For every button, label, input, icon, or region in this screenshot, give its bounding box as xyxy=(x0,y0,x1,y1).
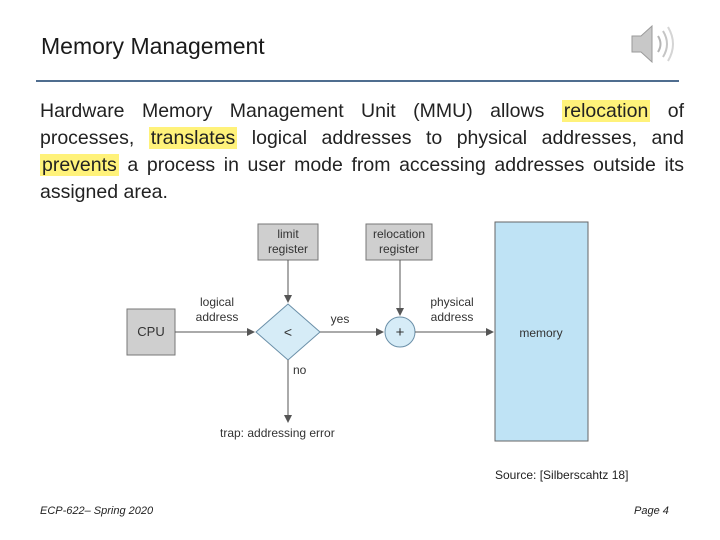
limit-register-label-2: register xyxy=(268,242,308,256)
body-paragraph: Hardware Memory Management Unit (MMU) al… xyxy=(40,98,684,206)
highlight-translates: translates xyxy=(148,127,238,149)
highlight-prevents: prevents xyxy=(40,154,119,176)
body-text-1: Hardware Memory Management Unit (MMU) al… xyxy=(40,100,562,122)
yes-label: yes xyxy=(331,312,350,326)
physical-address-label-1: physical xyxy=(430,295,473,309)
adder-symbol: + xyxy=(396,324,405,341)
relocation-register-label-1: relocation xyxy=(373,227,425,241)
logical-address-label-2: address xyxy=(196,310,239,324)
limit-register-label-1: limit xyxy=(277,227,299,241)
body-text-3: logical addresses to physical addresses,… xyxy=(237,127,684,149)
footer-course: ECP-622– Spring 2020 xyxy=(40,505,154,517)
speaker-icon[interactable] xyxy=(628,22,676,66)
logical-address-label-1: logical xyxy=(200,295,234,309)
compare-symbol: < xyxy=(284,324,292,340)
highlight-relocation: relocation xyxy=(561,100,651,122)
physical-address-label-2: address xyxy=(431,310,474,324)
cpu-label: CPU xyxy=(137,324,164,339)
source-citation: Source: [Silberscahtz 18] xyxy=(495,468,629,482)
no-label: no xyxy=(293,363,307,377)
trap-label: trap: addressing error xyxy=(220,426,335,440)
title-divider xyxy=(36,80,679,82)
relocation-register-label-2: register xyxy=(379,242,419,256)
limit-register-box xyxy=(257,223,319,261)
body-text-4: a process in user mode from accessing ad… xyxy=(40,154,684,203)
body-text-2: of processes, xyxy=(40,100,684,149)
footer-page-number: Page 4 xyxy=(634,505,669,517)
memory-block xyxy=(494,221,589,442)
memory-label: memory xyxy=(519,326,562,340)
slide-title: Memory Management xyxy=(41,33,265,59)
mmu-diagram: memory CPU limit register relocation reg… xyxy=(126,221,589,442)
relocation-register-box xyxy=(365,223,433,261)
